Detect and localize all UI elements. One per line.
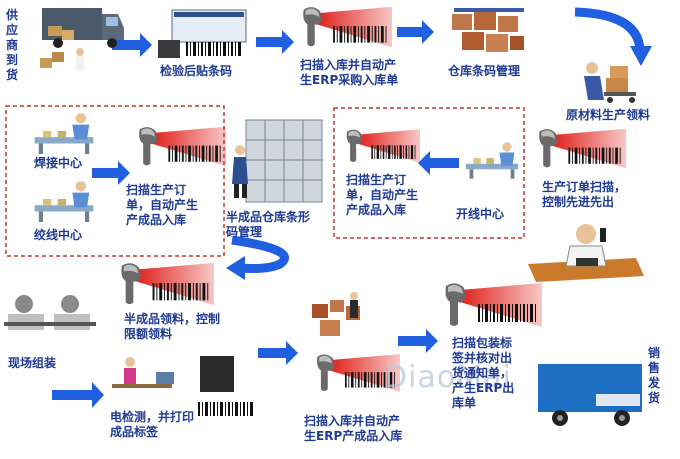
delivery-truck-icon	[40, 8, 124, 70]
production-box-right	[333, 107, 525, 239]
production-box-left	[5, 105, 225, 257]
label-semi-picking: 半成品领料，控制 限额领料	[124, 312, 221, 341]
label-scan-purchase: 扫描入库并自动产 生ERP采购入库单	[300, 58, 399, 87]
barcode-scanner-icon	[539, 128, 626, 169]
inspection-station-icon	[158, 9, 247, 58]
stranding-workbench-icon	[34, 181, 94, 222]
label-scan-package: 扫描包装标 签并核对出 货通知单， 产生ERP出 库单	[452, 336, 515, 410]
arrow-assembly-to-test	[52, 382, 104, 408]
label-semi-warehouse: 半成品仓库条形 码管理	[226, 210, 311, 239]
curved-arrow-semi-return	[231, 235, 290, 273]
barcode-scanner-icon	[346, 129, 420, 163]
line-center-workbench-icon	[465, 142, 519, 179]
label-welding-center: 焊接中心	[34, 156, 83, 170]
arrow-finished-to-package	[398, 329, 438, 353]
phone-operator-icon	[528, 224, 644, 282]
label-assembly: 现场组装	[8, 356, 57, 370]
sales-truck-icon	[538, 364, 642, 426]
finished-goods-boxes-icon	[312, 292, 360, 336]
watermark: DiaoMai	[384, 360, 512, 395]
label-scan-order-right: 扫描生产订 单，自动产生 产成品入库	[346, 173, 419, 217]
label-sales-delivery: 销 售 发 货	[648, 346, 661, 405]
curved-arrow-warehouse-to-raw	[574, 7, 645, 53]
arrow-line-to-scan	[418, 151, 459, 175]
arrow-welding-to-scan	[92, 161, 130, 185]
barcode-scanner-icon	[139, 126, 226, 167]
label-scan-order-left: 扫描生产订 单，自动产生 产成品入库	[126, 183, 199, 227]
label-inspect-label: 检验后贴条码	[160, 64, 233, 78]
barcode-scanner-icon	[445, 283, 542, 327]
arrow-scan-to-warehouse	[397, 20, 434, 44]
label-line-center: 开线中心	[456, 207, 505, 221]
label-stranding-center: 绞线中心	[34, 228, 83, 242]
electric-test-icon	[112, 356, 253, 416]
arrow-supplier-to-inspect	[112, 33, 152, 57]
label-order-scan-fifo: 生产订单扫描， 控制先进先出	[542, 180, 627, 209]
label-warehouse-barcode: 仓库条码管理	[448, 64, 521, 78]
raw-material-worker-icon	[584, 62, 636, 103]
welding-workbench-icon	[34, 113, 94, 154]
flow-arrows	[52, 20, 459, 408]
label-raw-material: 原材料生产领料	[566, 108, 651, 122]
warehouse-boxes-icon	[452, 8, 524, 52]
assembly-workers-icon	[4, 295, 96, 330]
semi-finished-shelf-icon	[232, 119, 323, 203]
barcode-scanner-icon	[121, 262, 214, 306]
label-scan-finished: 扫描入库并自动产 生ERP产成品入库	[304, 414, 403, 443]
arrow-test-to-finished	[258, 341, 298, 365]
barcode-scanner-icon	[303, 6, 392, 48]
label-electric-test: 电检测，并打印 成品标签	[110, 410, 195, 439]
arrow-inspect-to-scan	[256, 30, 294, 54]
label-supplier-arrival: 供 应 商 到 货	[6, 8, 19, 82]
